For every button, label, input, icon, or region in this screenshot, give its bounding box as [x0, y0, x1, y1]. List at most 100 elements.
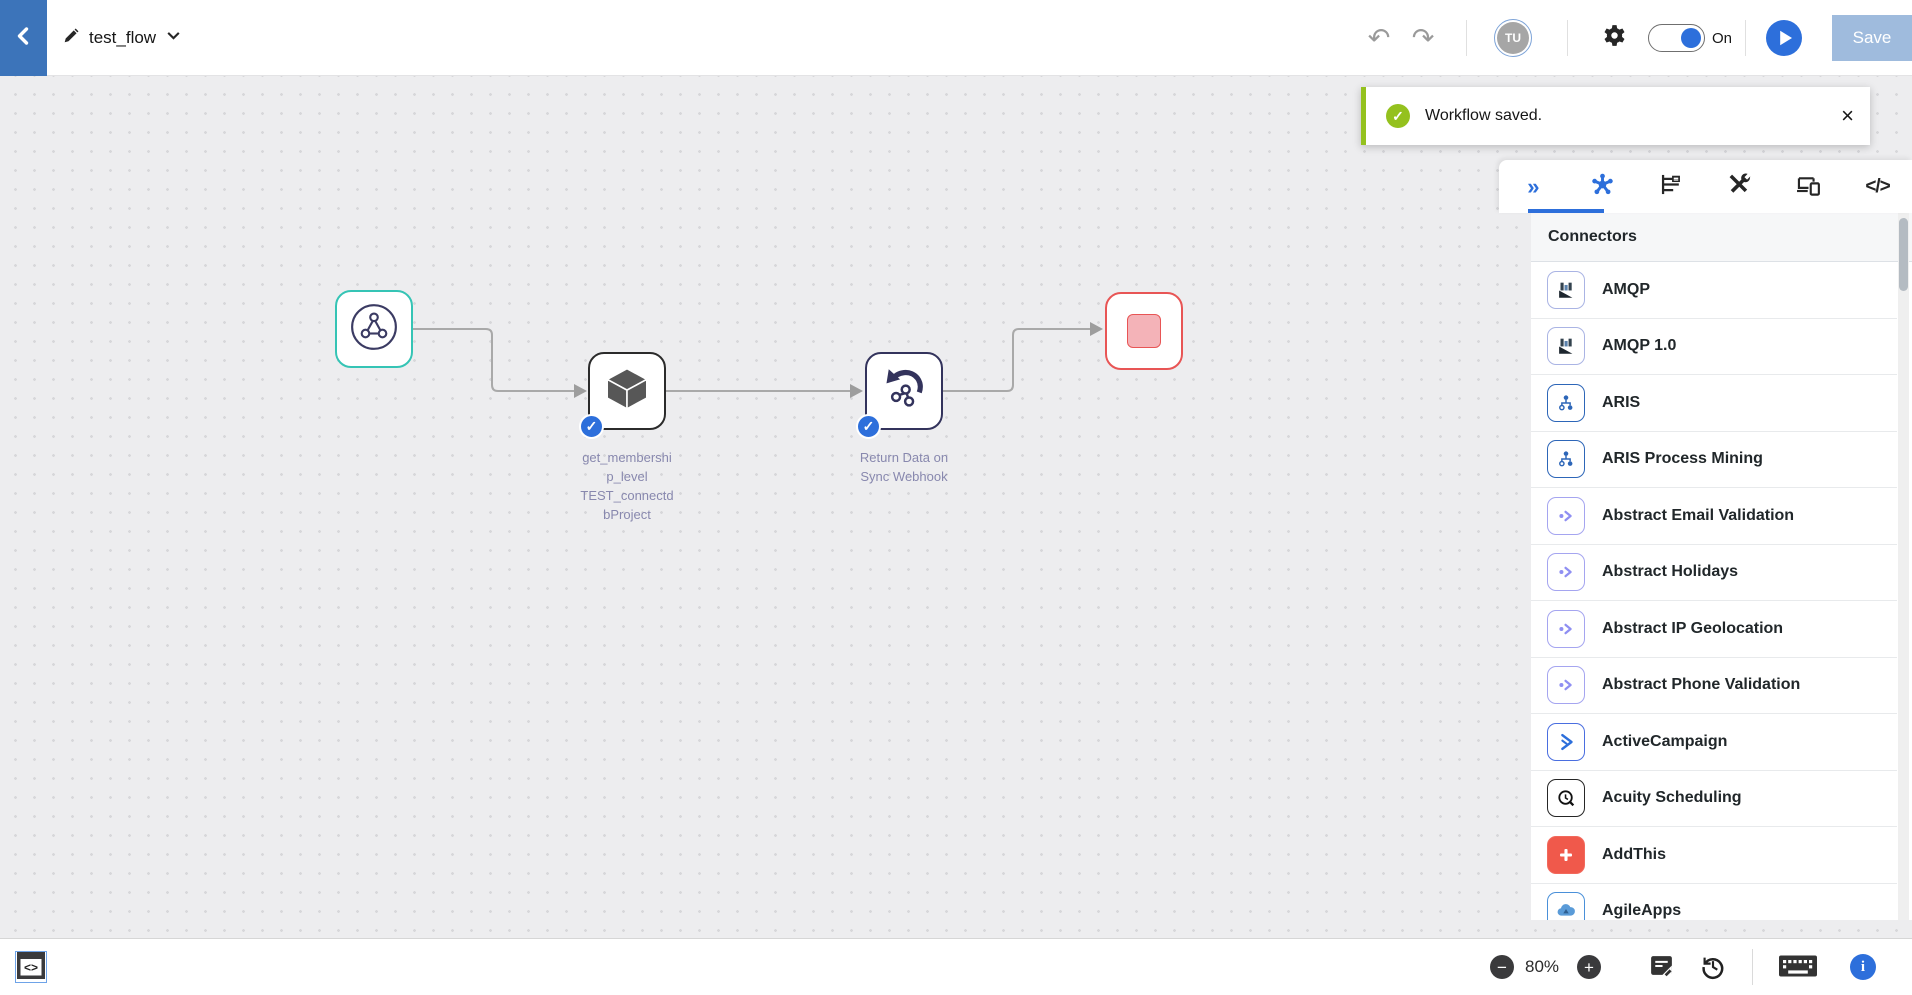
- connector-label: ARIS: [1602, 393, 1641, 411]
- run-flow-button[interactable]: [1766, 20, 1802, 56]
- amqp-icon: [1547, 327, 1585, 366]
- connector-item[interactable]: Abstract Phone Validation: [1531, 657, 1897, 714]
- toolbar-divider: [1745, 20, 1746, 56]
- webhook-icon: [348, 301, 400, 358]
- flow-name: test_flow: [89, 28, 157, 47]
- undo-button[interactable]: ↶: [1367, 22, 1391, 53]
- avatar[interactable]: TU: [1494, 19, 1532, 57]
- scrollbar-thumb[interactable]: [1899, 218, 1908, 291]
- success-badge: ✓: [579, 414, 604, 439]
- bottom-toolbar: <> − 80% + i: [0, 938, 1912, 995]
- agileapps-icon: [1547, 892, 1585, 920]
- flow-title-group[interactable]: test_flow: [62, 0, 182, 76]
- footer-divider: [1752, 949, 1753, 985]
- flow-on-off-toggle[interactable]: [1648, 24, 1705, 52]
- svg-text:<>: <>: [24, 960, 38, 974]
- active-tab-underline: [1528, 209, 1604, 213]
- acuity-icon: [1547, 779, 1585, 818]
- zoom-out-button[interactable]: −: [1490, 955, 1514, 979]
- tab-code[interactable]: </>: [1843, 160, 1912, 213]
- edit-pencil-icon: [62, 27, 80, 50]
- connector-label: Abstract Holidays: [1602, 563, 1739, 581]
- return-webhook-icon: [878, 363, 930, 420]
- connector-label: Acuity Scheduling: [1602, 789, 1742, 807]
- save-button[interactable]: Save: [1832, 15, 1912, 61]
- connector-item[interactable]: ARIS: [1531, 375, 1897, 432]
- stop-icon: [1127, 314, 1161, 348]
- connector-label: Abstract Phone Validation: [1602, 676, 1801, 694]
- code-view-button[interactable]: <>: [15, 950, 47, 983]
- utilities-icon: [1726, 171, 1753, 203]
- amqp-icon: [1547, 270, 1585, 309]
- connector-item[interactable]: Abstract IP Geolocation: [1531, 601, 1897, 658]
- connector-item[interactable]: ARIS Process Mining: [1531, 431, 1897, 488]
- toast-message: Workflow saved.: [1425, 107, 1543, 124]
- toggle-state-label: On: [1712, 29, 1733, 47]
- connector-label: AgileApps: [1602, 902, 1682, 920]
- tab-collapse[interactable]: »: [1499, 160, 1568, 213]
- success-check-icon: ✓: [1386, 104, 1410, 128]
- connector-label: ARIS Process Mining: [1602, 450, 1763, 468]
- abstract-icon: [1547, 666, 1585, 705]
- gear-icon[interactable]: [1598, 0, 1630, 76]
- toolbar-divider: [1466, 20, 1467, 56]
- back-chevron-icon: [12, 24, 36, 53]
- connector-item[interactable]: Abstract Holidays: [1531, 544, 1897, 601]
- avatar-initials: TU: [1497, 22, 1529, 54]
- connector-item[interactable]: Abstract Email Validation: [1531, 488, 1897, 545]
- connector-label: ActiveCampaign: [1602, 732, 1728, 750]
- abstract-icon: [1547, 609, 1585, 648]
- code-icon: </>: [1865, 175, 1891, 197]
- panel-heading: Connectors: [1531, 213, 1912, 262]
- connector-label: Abstract Email Validation: [1602, 506, 1795, 524]
- connector-item[interactable]: AgileApps: [1531, 883, 1897, 920]
- devices-icon: [1795, 171, 1822, 203]
- connector-item[interactable]: ActiveCampaign: [1531, 714, 1897, 771]
- toast-close-button[interactable]: ×: [1841, 103, 1854, 128]
- expand-chevrons-icon: »: [1527, 173, 1540, 199]
- connector-item[interactable]: AMQP: [1531, 262, 1897, 319]
- success-badge: ✓: [856, 414, 881, 439]
- zoom-in-button[interactable]: +: [1577, 955, 1601, 979]
- dropdown-chevron-icon[interactable]: [165, 27, 182, 49]
- connector-item[interactable]: AMQP 1.0: [1531, 318, 1897, 375]
- connector-item[interactable]: Acuity Scheduling: [1531, 770, 1897, 827]
- toolbar-divider: [1567, 20, 1568, 56]
- cube-icon: [601, 363, 653, 420]
- tab-utilities[interactable]: [1705, 160, 1774, 213]
- connectors-icon: [1589, 171, 1616, 203]
- panel-scrollbar[interactable]: [1898, 213, 1909, 920]
- notes-button[interactable]: [1648, 954, 1675, 981]
- aris-icon: [1547, 383, 1585, 422]
- addthis-icon: [1547, 835, 1585, 874]
- toolbox-icon: [1658, 171, 1685, 203]
- tab-connectors[interactable]: [1568, 160, 1637, 213]
- connector-item[interactable]: AddThis: [1531, 827, 1897, 884]
- tab-devices[interactable]: [1774, 160, 1843, 213]
- history-button[interactable]: [1699, 954, 1727, 982]
- redo-button[interactable]: ↷: [1411, 22, 1435, 53]
- connector-label: AMQP: [1602, 280, 1650, 298]
- back-button[interactable]: [0, 0, 47, 76]
- toggle-knob: [1681, 27, 1701, 48]
- abstract-icon: [1547, 553, 1585, 592]
- flow-node-webhook-trigger[interactable]: [335, 290, 413, 368]
- abstract-icon: [1547, 496, 1585, 535]
- flow-node-stop-node[interactable]: [1105, 292, 1183, 370]
- connector-label: Abstract IP Geolocation: [1602, 619, 1784, 637]
- keyboard-shortcuts-button[interactable]: [1778, 955, 1818, 981]
- zoom-level: 80%: [1524, 957, 1560, 976]
- aris-icon: [1547, 440, 1585, 479]
- tab-toolbox[interactable]: [1637, 160, 1706, 213]
- toast-notification: ✓ Workflow saved. ×: [1361, 87, 1870, 145]
- info-button[interactable]: i: [1850, 954, 1876, 980]
- connector-label: AddThis: [1602, 845, 1666, 863]
- top-toolbar: test_flow ↶ ↷ TU On Save: [0, 0, 1912, 76]
- play-icon: [1766, 20, 1802, 60]
